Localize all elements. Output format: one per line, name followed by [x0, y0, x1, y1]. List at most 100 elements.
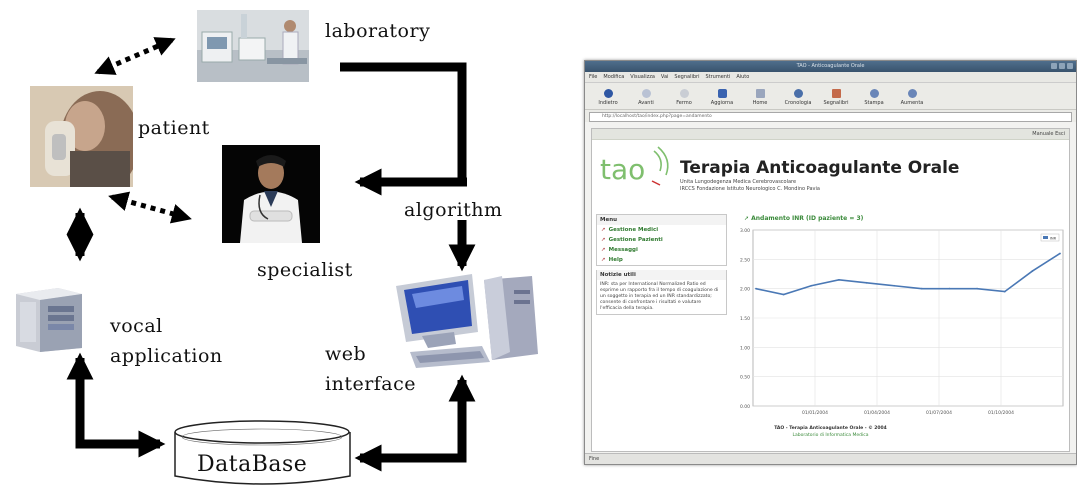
history-button[interactable]: Cronologia: [779, 89, 817, 109]
footer-line2[interactable]: Laboratorio di Informatica Medica: [792, 433, 869, 438]
data-point: [865, 281, 868, 284]
menu-view[interactable]: Visualizza: [630, 74, 655, 80]
arrow-database-web: [354, 374, 476, 472]
arrow-icon: ➚: [601, 227, 606, 233]
chart-arrow-icon: ➚: [744, 215, 752, 222]
menu-tools[interactable]: Strumenti: [705, 74, 731, 80]
y-tick-label: 0.50: [740, 375, 750, 381]
label-vocal-application: vocal application: [110, 311, 223, 371]
home-icon: [755, 89, 765, 98]
forward-button[interactable]: Avanti: [627, 89, 665, 109]
page-footer: TAO - Terapia Anticoagulante Orale - © 2…: [592, 425, 1069, 439]
web-app-screenshot: TAO - Anticoagulante Orale File Modifica…: [584, 60, 1077, 465]
data-point: [810, 284, 813, 287]
x-tick-label: 01/04/2004: [864, 410, 890, 416]
arrow-patient-specialist: [108, 191, 192, 224]
stop-icon: [679, 89, 689, 98]
y-tick-label: 1.50: [740, 316, 750, 322]
reload-icon: [717, 89, 727, 98]
data-point: [1031, 270, 1034, 272]
home-button[interactable]: Home: [741, 89, 779, 109]
data-point: [948, 287, 951, 290]
top-links[interactable]: Manuale Esci: [592, 129, 1069, 140]
window-titlebar: TAO - Anticoagulante Orale: [585, 61, 1076, 72]
arrow-patient-laboratory: [94, 37, 176, 75]
menu-file[interactable]: File: [589, 74, 598, 80]
back-icon: [603, 89, 613, 98]
sidebar: Menu ➚Gestione Medici ➚Gestione Pazienti…: [596, 214, 727, 414]
bookmarks-icon: [831, 89, 841, 98]
sidebar-news: Notizie utili INR: sta per International…: [596, 270, 727, 315]
data-point: [1059, 252, 1061, 255]
sidebar-item-help[interactable]: ➚Help: [601, 257, 623, 263]
print-button[interactable]: Stampa: [855, 89, 893, 109]
label-web-interface: web interface: [325, 339, 416, 399]
label-database: DataBase: [197, 452, 308, 477]
back-button[interactable]: Indietro: [589, 89, 627, 109]
arrow-icon: ➚: [601, 247, 606, 253]
series-line-inr: [755, 252, 1061, 296]
arrow-vocal-database: [66, 352, 166, 458]
menu-bookmarks[interactable]: Segnalibri: [674, 74, 700, 80]
history-icon: [793, 89, 803, 98]
flow-arrows: [66, 37, 476, 485]
menu-bar: File Modifica Visualizza Vai Segnalibri …: [585, 72, 1076, 83]
label-application: application: [110, 345, 223, 367]
page-content: Manuale Esci tao Terapia Anticoagulante …: [591, 128, 1070, 452]
print-icon: [869, 89, 879, 98]
label-algorithm: algorithm: [404, 199, 503, 221]
menu-edit[interactable]: Modifica: [603, 74, 625, 80]
x-tick-label: 01/01/2004: [802, 410, 828, 416]
tao-logo: tao: [600, 146, 669, 186]
legend-label: INR: [1050, 237, 1057, 241]
data-point: [782, 293, 785, 296]
x-tick-label: 01/07/2004: [926, 410, 952, 416]
label-vocal: vocal: [110, 315, 163, 337]
label-interface: interface: [325, 373, 417, 395]
menu-help[interactable]: Aiuto: [736, 74, 750, 80]
data-point: [755, 287, 757, 290]
y-tick-label: 3.00: [740, 228, 750, 234]
arrow-laboratory-route: [340, 62, 467, 182]
data-point: [838, 278, 840, 281]
data-point: [920, 287, 923, 290]
data-point: [893, 284, 896, 287]
y-tick-label: 0.00: [740, 404, 750, 410]
window-title: TAO - Anticoagulante Orale: [796, 63, 865, 69]
sidebar-news-header: Notizie utili: [597, 270, 726, 280]
sidebar-menu-header: Menu: [597, 215, 726, 225]
zoom-button[interactable]: Aumenta: [893, 89, 931, 109]
label-laboratory: laboratory: [325, 20, 431, 42]
maximize-icon[interactable]: [1059, 63, 1065, 69]
sidebar-item-messaggi[interactable]: ➚Messaggi: [601, 247, 638, 253]
specialist-image: [222, 145, 320, 243]
sidebar-item-gestione-medici[interactable]: ➚Gestione Medici: [601, 227, 659, 233]
chart-title: ➚ Andamento INR (ID paziente = 3): [744, 215, 864, 222]
bookmarks-button[interactable]: Segnalibri: [817, 89, 855, 109]
arrow-icon: ➚: [601, 237, 606, 243]
patient-image: [30, 86, 133, 187]
computer-icon: [392, 272, 542, 372]
logo-text: tao: [600, 153, 645, 186]
footer-line1: TAO - Terapia Anticoagulante Orale - © 2…: [774, 426, 887, 431]
status-bar: Fine: [585, 453, 1076, 464]
sidebar-menu: Menu ➚Gestione Medici ➚Gestione Pazienti…: [596, 214, 727, 266]
reload-button[interactable]: Aggiorna: [703, 89, 741, 109]
sidebar-item-gestione-pazienti[interactable]: ➚Gestione Pazienti: [601, 237, 663, 243]
y-tick-label: 2.00: [740, 287, 750, 293]
minimize-icon[interactable]: [1051, 63, 1057, 69]
menu-go[interactable]: Vai: [660, 74, 669, 80]
x-tick-label: 01/10/2004: [988, 410, 1014, 416]
y-tick-label: 2.50: [740, 257, 750, 263]
stop-button[interactable]: Fermo: [665, 89, 703, 109]
address-bar[interactable]: http://localhost/tao/index.php?page=anda…: [589, 112, 1072, 122]
server-icon: [12, 284, 88, 352]
data-point: [976, 287, 978, 290]
forward-icon: [641, 89, 651, 98]
close-icon[interactable]: [1067, 63, 1073, 69]
page-title: Terapia Anticoagulante Orale: [680, 158, 960, 178]
legend-swatch: [1043, 236, 1048, 239]
label-web: web: [325, 343, 367, 365]
zoom-icon: [907, 89, 917, 98]
